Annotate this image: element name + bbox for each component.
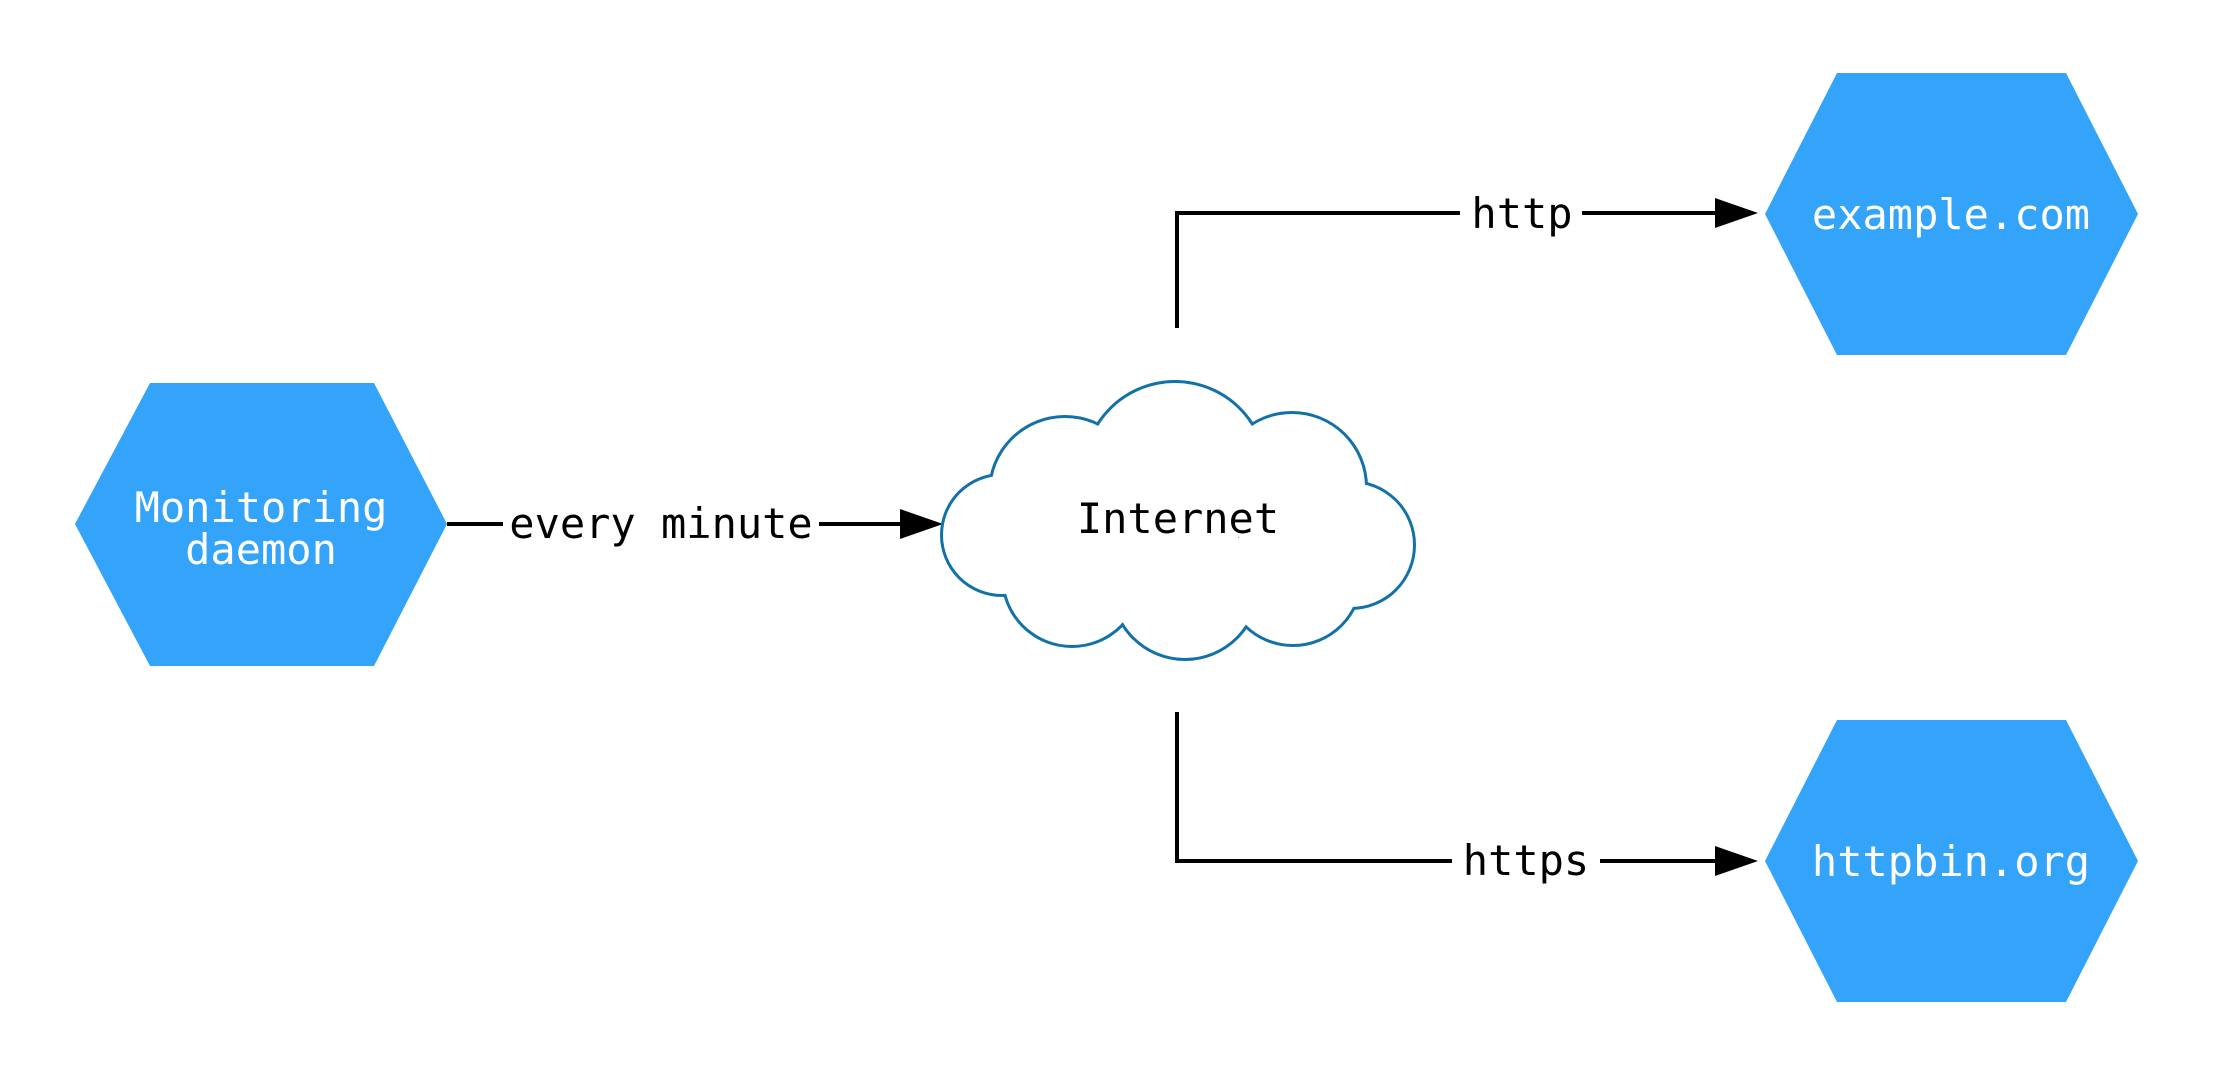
- node-label-line1: Monitoring: [135, 483, 388, 532]
- edge-label-http: http: [1471, 189, 1572, 238]
- edge-every-minute: every minute: [447, 494, 943, 554]
- node-label-example-com: example.com: [1812, 190, 2090, 239]
- edge-label-every-minute: every minute: [509, 499, 812, 548]
- edge-line: [1175, 712, 1715, 863]
- node-internet-cloud: Internet: [940, 380, 1416, 661]
- edge-label-background: [1460, 183, 1582, 243]
- node-label-internet: Internet: [1077, 494, 1279, 543]
- edge-label-background: [503, 494, 819, 554]
- hexagon-shape: [1765, 720, 2138, 1002]
- arrowhead-icon: [1715, 198, 1758, 228]
- hexagon-shape: [75, 383, 447, 666]
- cloud-shape: [943, 383, 1413, 658]
- edge-label-background: [1452, 831, 1600, 891]
- node-httpbin-org: httpbin.org: [1765, 720, 2138, 1002]
- arrowhead-icon: [1715, 846, 1758, 876]
- hexagon-shape: [1765, 73, 2138, 355]
- node-example-com: example.com: [1765, 73, 2138, 355]
- edge-line: [1175, 211, 1715, 328]
- node-label-line2: daemon: [185, 525, 337, 574]
- edge-http: http: [1175, 183, 1758, 328]
- node-monitoring-daemon: Monitoring daemon: [75, 383, 447, 666]
- node-label-httpbin-org: httpbin.org: [1812, 837, 2090, 886]
- arrowhead-icon: [900, 509, 943, 539]
- edge-https: https: [1175, 712, 1758, 891]
- edge-label-https: https: [1463, 836, 1589, 885]
